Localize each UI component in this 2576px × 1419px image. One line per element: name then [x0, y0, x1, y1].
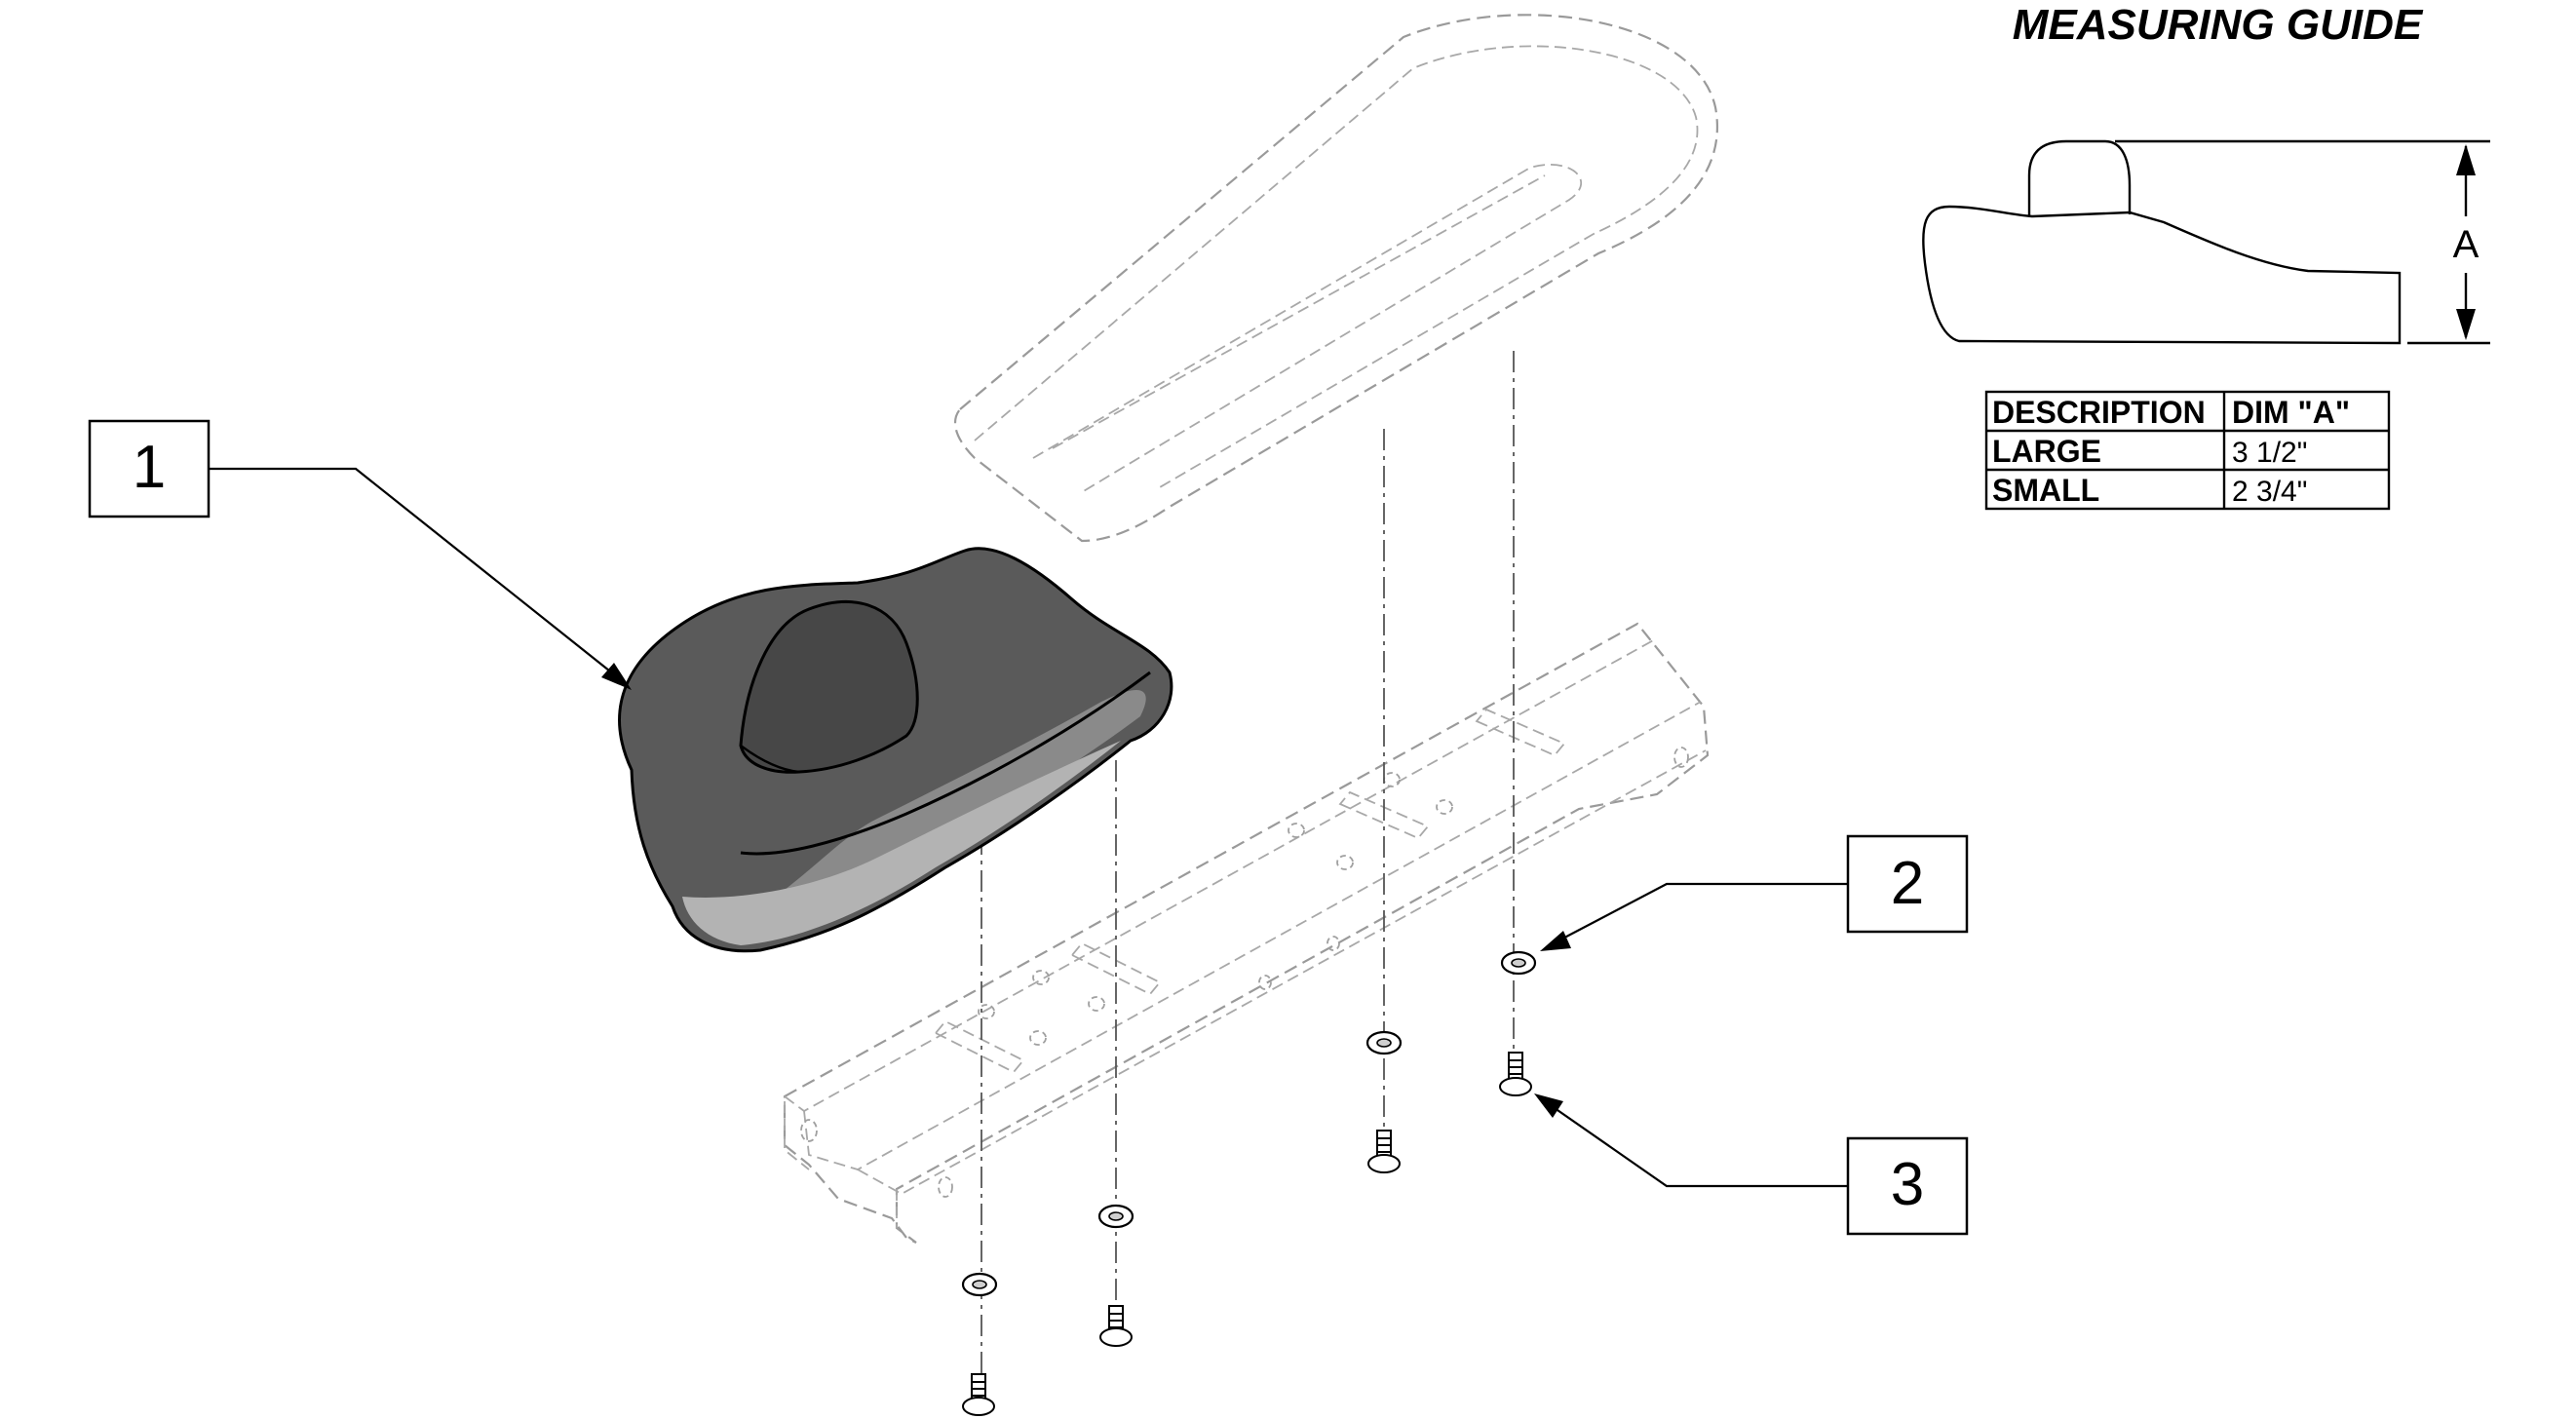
screw-icon: [962, 1373, 995, 1416]
washer-icon: [1365, 1030, 1403, 1055]
washer-group: [961, 950, 1537, 1297]
table-header-dim: DIM "A": [2232, 395, 2350, 430]
arrowhead-icon: [1540, 931, 1571, 951]
callout-2: 2: [1540, 834, 1969, 951]
arrowhead-icon: [601, 663, 632, 690]
callout-number: 2: [1891, 850, 1924, 917]
arm-pad-highlight: [741, 690, 1146, 921]
arm-pad-ridge: [740, 671, 1151, 856]
arm-pad-shadow-light: [682, 741, 1121, 945]
arm-pad-part: [618, 547, 1173, 953]
dim-arrow-up-icon: [2456, 144, 2476, 175]
screw-icon: [1367, 1130, 1401, 1173]
dim-letter: A: [2453, 223, 2480, 266]
leader-line: [1544, 1100, 1848, 1188]
measuring-guide: MEASURING GUIDE A: [1922, 1, 2490, 345]
arrowhead-icon: [1534, 1093, 1563, 1118]
leader-line: [209, 467, 625, 683]
washer-icon: [961, 1272, 998, 1297]
guide-title: MEASURING GUIDE: [2013, 1, 2424, 49]
screw-icon: [1499, 1052, 1532, 1096]
callout-3: 3: [1534, 1093, 1969, 1236]
table-cell-description: SMALL: [1992, 473, 2099, 508]
dim-arrow-down-icon: [2456, 309, 2476, 340]
guide-pad-profile: [1922, 205, 2402, 345]
callout-number: 1: [133, 434, 166, 501]
screw-group: [962, 1052, 1532, 1416]
callout-number: 3: [1891, 1151, 1924, 1218]
table-header-description: DESCRIPTION: [1992, 395, 2206, 430]
fastener-axis-lines: [980, 351, 1515, 1394]
leader-line: [1549, 882, 1848, 946]
washer-icon: [1500, 950, 1537, 976]
callout-1: 1: [88, 419, 632, 690]
arm-pad-knob-base: [740, 745, 800, 774]
phantom-armrest-pad: [953, 14, 1718, 543]
washer-icon: [1097, 1204, 1134, 1229]
table-cell-dim: 2 3/4": [2232, 476, 2307, 508]
table-cell-description: LARGE: [1992, 434, 2101, 469]
arm-pad-thumb-knob: [739, 600, 919, 774]
guide-thumb-knob: [2027, 139, 2132, 216]
callout-box: [1846, 1136, 1969, 1236]
callout-box: [1846, 834, 1969, 934]
phantom-arm-base: [783, 622, 1710, 1244]
dimension-table: DESCRIPTION DIM "A" LARGE 3 1/2" SMALL 2…: [1984, 390, 2391, 511]
table-cell-dim: 3 1/2": [2232, 437, 2307, 469]
arm-pad-body: [618, 547, 1173, 953]
screw-icon: [1099, 1305, 1133, 1347]
